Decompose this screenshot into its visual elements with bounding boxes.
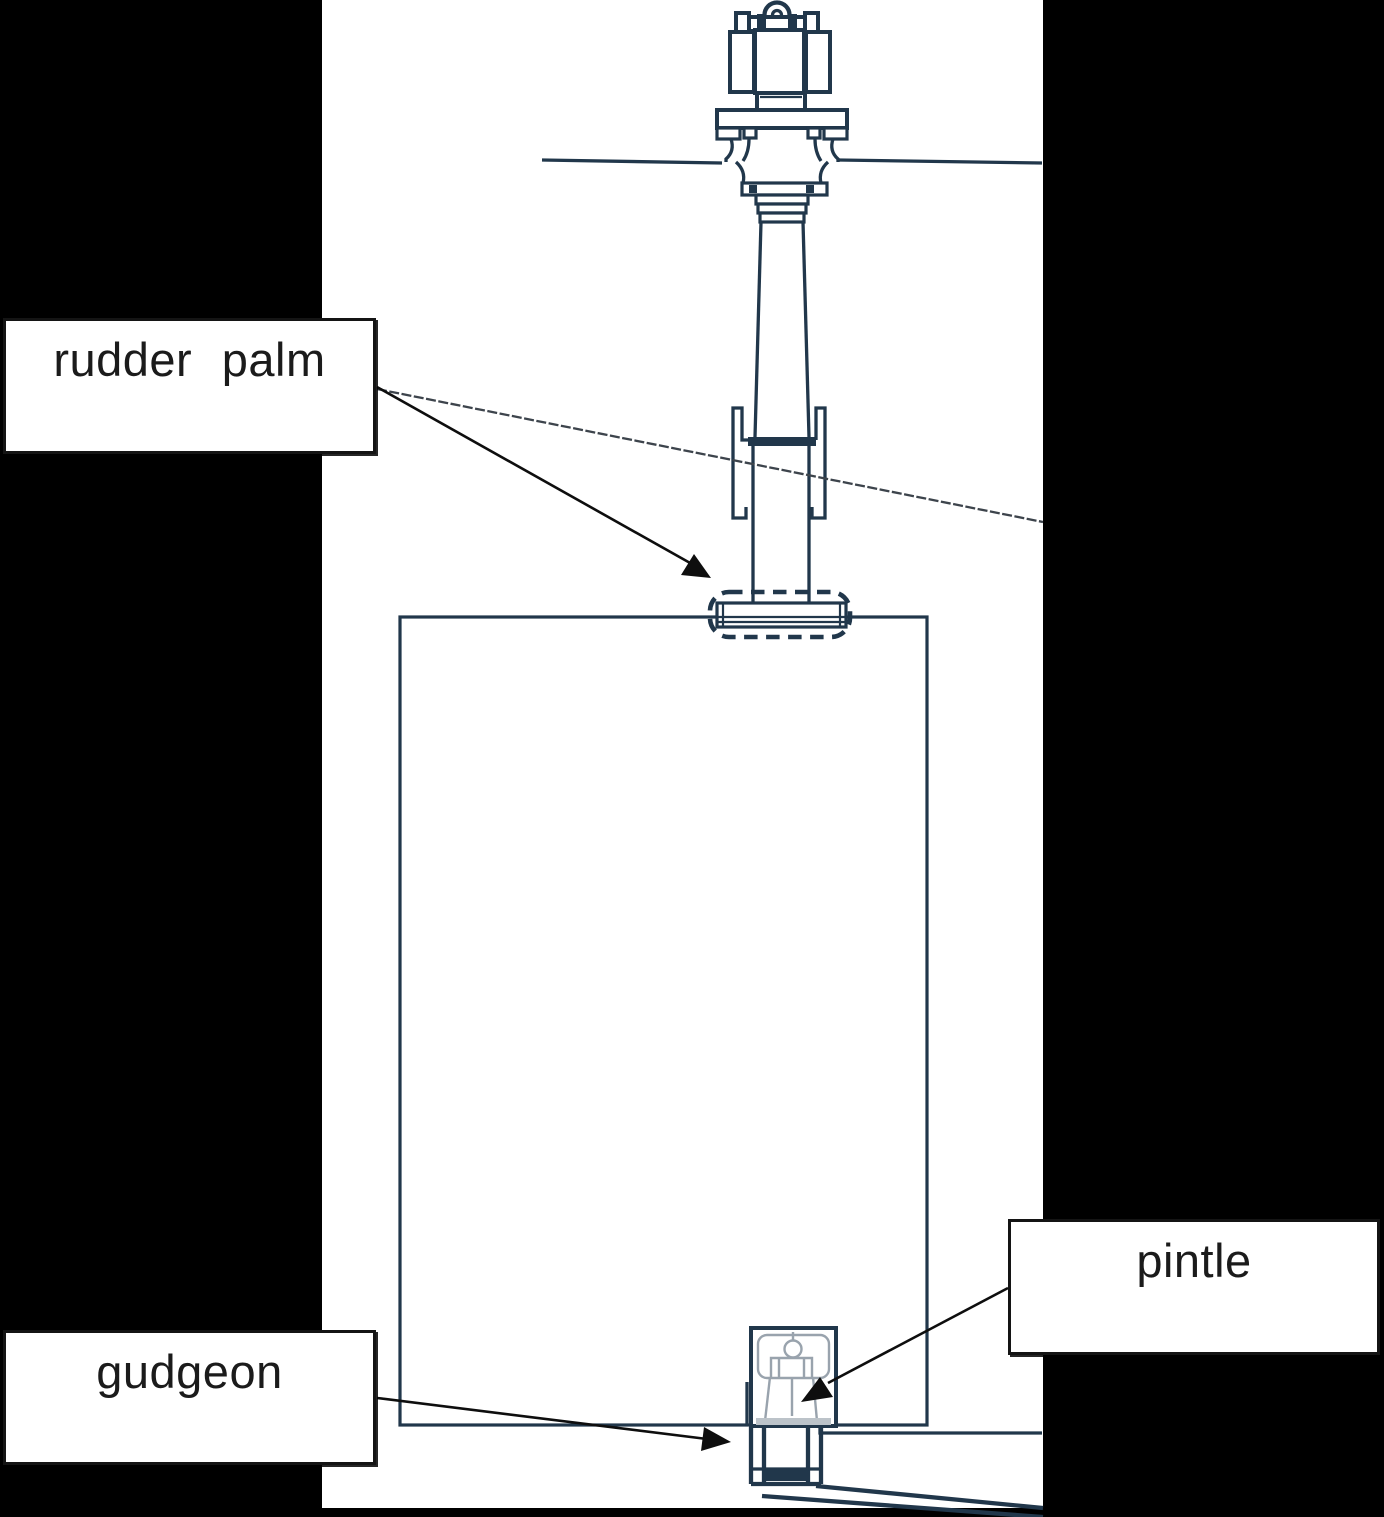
rudder-palm-label-text: rudder palm — [53, 333, 326, 386]
carrier-bearing — [715, 108, 849, 224]
steering-gear-top — [728, 0, 832, 113]
arrowhead-rudder-palm — [681, 554, 711, 578]
leader-pintle — [801, 1286, 1009, 1402]
rudder-palm-flange — [707, 589, 853, 640]
gudgeon-label-text: gudgeon — [96, 1345, 283, 1398]
hull-lines — [761, 1427, 1044, 1517]
drawing-paper — [322, 0, 1043, 1508]
pintle-label: pintle — [1008, 1219, 1380, 1355]
leader-gudgeon — [376, 1396, 731, 1451]
rudder-blade — [398, 615, 929, 1427]
gudgeon-assembly — [748, 1427, 824, 1487]
deck-lines — [541, 158, 1043, 165]
stern-slope-line — [376, 387, 1044, 524]
rudder-stock — [748, 221, 816, 602]
pintle-housing — [745, 1326, 838, 1428]
pintle-label-text: pintle — [1136, 1234, 1252, 1287]
arrowhead-gudgeon — [701, 1427, 731, 1451]
leader-rudder-palm — [376, 385, 711, 578]
trunk-bracket — [731, 406, 827, 520]
gudgeon-label: gudgeon — [3, 1330, 376, 1465]
arrowhead-pintle — [801, 1377, 833, 1402]
rudder-palm-label: rudder palm — [3, 318, 376, 454]
